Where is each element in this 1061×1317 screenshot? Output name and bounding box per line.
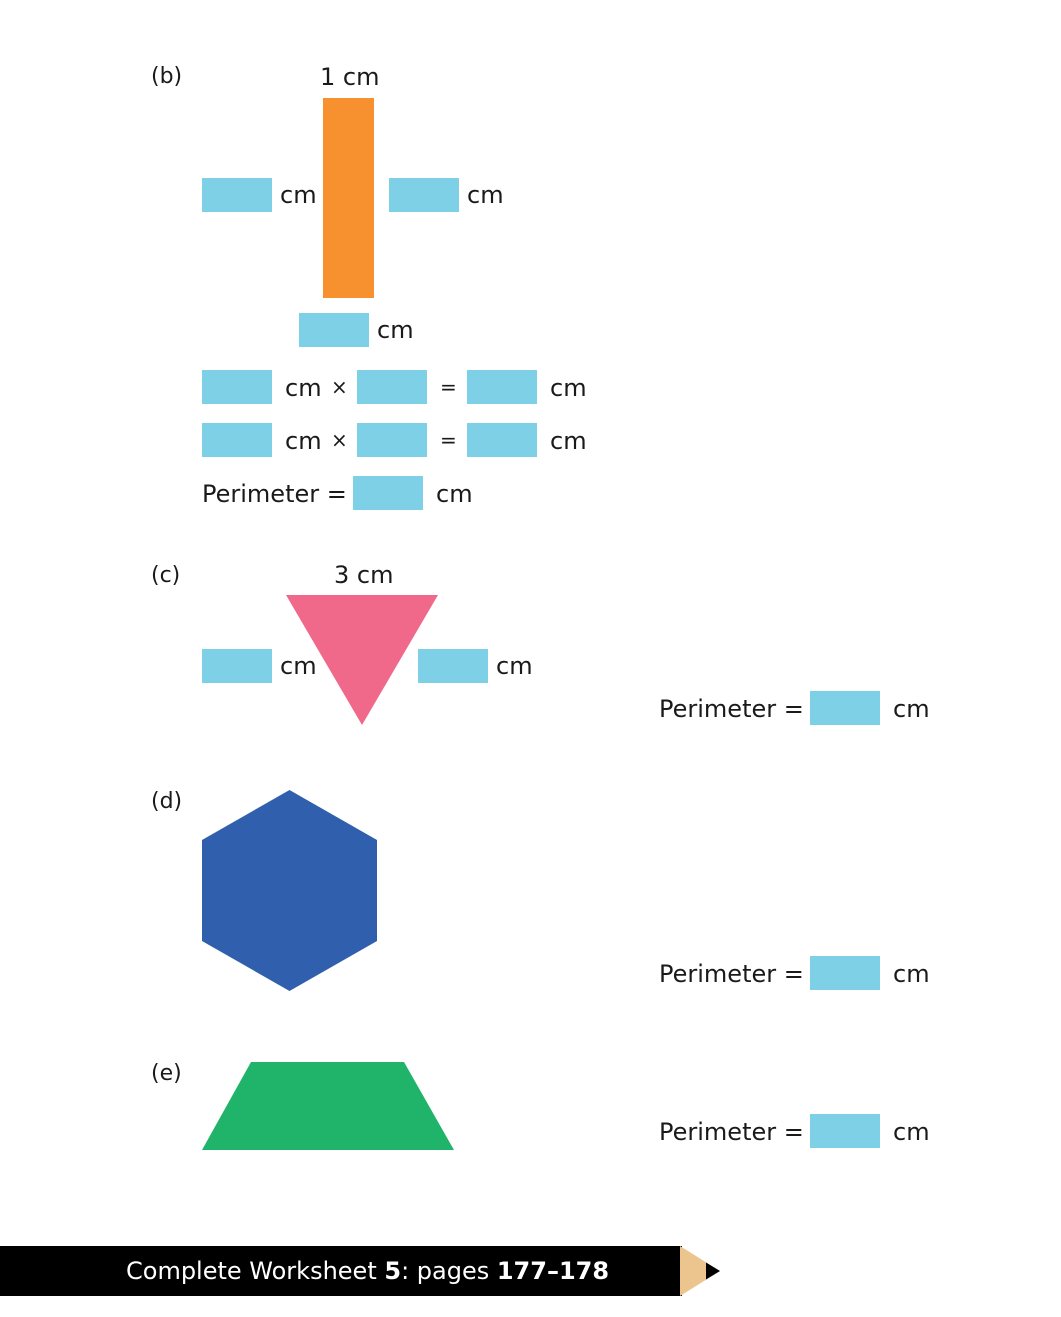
part-c-label: (c) bbox=[151, 563, 181, 588]
b-right-side-unit: cm bbox=[467, 181, 504, 209]
b-eq2-result-box[interactable] bbox=[467, 423, 537, 457]
worksheet-banner: Complete Worksheet 5: pages 177–178 bbox=[0, 1246, 682, 1296]
b-left-side-answer-box[interactable] bbox=[202, 178, 272, 212]
banner-middle: : pages bbox=[401, 1257, 497, 1285]
pencil-tip-icon bbox=[680, 1246, 720, 1296]
b-eq1-unit2: cm bbox=[550, 374, 587, 402]
b-left-side-unit: cm bbox=[280, 181, 317, 209]
d-perimeter-unit: cm bbox=[893, 960, 930, 988]
b-perimeter-unit: cm bbox=[436, 480, 473, 508]
b-bottom-side-answer-box[interactable] bbox=[299, 313, 369, 347]
c-right-side-answer-box[interactable] bbox=[418, 649, 488, 683]
b-bottom-side-unit: cm bbox=[377, 316, 414, 344]
b-eq2-factor1-box[interactable] bbox=[202, 423, 272, 457]
e-perimeter-label: Perimeter = bbox=[659, 1118, 804, 1146]
b-eq2-times: × bbox=[331, 428, 348, 452]
part-e-label: (e) bbox=[151, 1061, 182, 1086]
b-eq1-factor2-box[interactable] bbox=[357, 370, 427, 404]
c-perimeter-label: Perimeter = bbox=[659, 695, 804, 723]
part-d-label: (d) bbox=[151, 789, 183, 814]
banner-worksheet-number: 5 bbox=[384, 1257, 402, 1285]
b-eq1-factor1-box[interactable] bbox=[202, 370, 272, 404]
c-perimeter-unit: cm bbox=[893, 695, 930, 723]
part-b-label: (b) bbox=[151, 64, 183, 89]
c-left-side-answer-box[interactable] bbox=[202, 649, 272, 683]
b-eq1-equals: = bbox=[440, 375, 457, 399]
b-eq1-result-box[interactable] bbox=[467, 370, 537, 404]
banner-pages: 177–178 bbox=[496, 1257, 610, 1285]
c-left-side-unit: cm bbox=[280, 652, 317, 680]
part-b-top-length: 1 cm bbox=[320, 63, 380, 91]
d-perimeter-label: Perimeter = bbox=[659, 960, 804, 988]
orange-rectangle bbox=[323, 98, 374, 298]
worksheet-instruction: Complete Worksheet 5: pages 177–178 bbox=[126, 1256, 609, 1286]
blue-hexagon bbox=[202, 790, 377, 991]
e-perimeter-answer-box[interactable] bbox=[810, 1114, 880, 1148]
part-c-top-length: 3 cm bbox=[334, 561, 394, 589]
pink-triangle bbox=[286, 595, 438, 725]
c-right-side-unit: cm bbox=[496, 652, 533, 680]
b-perimeter-answer-box[interactable] bbox=[353, 476, 423, 510]
green-trapezium bbox=[202, 1062, 454, 1150]
b-eq2-unit2: cm bbox=[550, 427, 587, 455]
b-eq2-equals: = bbox=[440, 428, 457, 452]
b-perimeter-label: Perimeter = bbox=[202, 480, 347, 508]
b-eq1-times: × bbox=[331, 375, 348, 399]
d-perimeter-answer-box[interactable] bbox=[810, 956, 880, 990]
b-right-side-answer-box[interactable] bbox=[389, 178, 459, 212]
b-eq2-factor2-box[interactable] bbox=[357, 423, 427, 457]
b-eq1-unit1: cm bbox=[285, 374, 322, 402]
banner-prefix: Complete Worksheet bbox=[126, 1257, 385, 1285]
e-perimeter-unit: cm bbox=[893, 1118, 930, 1146]
b-eq2-unit1: cm bbox=[285, 427, 322, 455]
c-perimeter-answer-box[interactable] bbox=[810, 691, 880, 725]
